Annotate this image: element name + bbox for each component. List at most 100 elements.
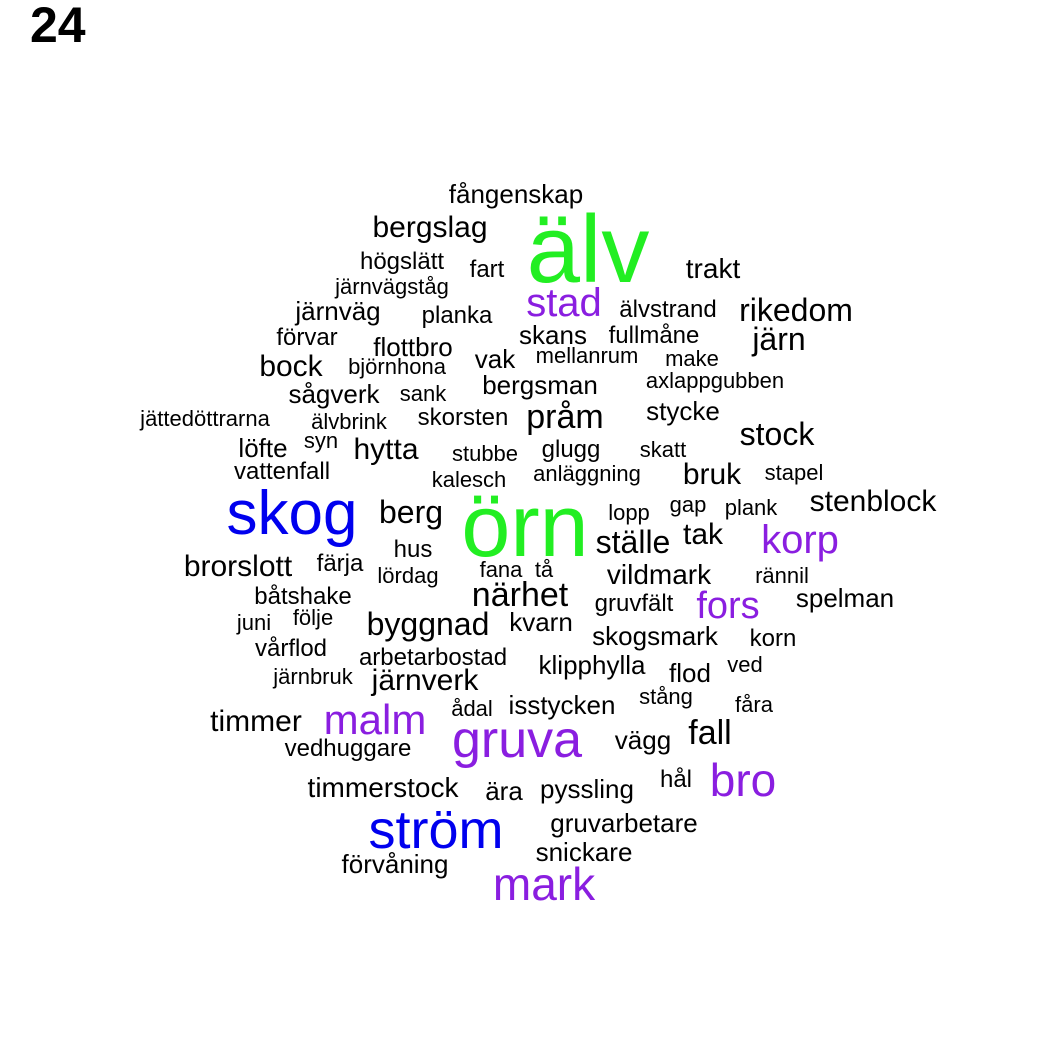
cloud-word: förvåning (341, 849, 449, 879)
cloud-word: fåra (735, 692, 773, 717)
cloud-word: sågverk (288, 379, 380, 409)
cloud-word: kalesch (431, 467, 507, 492)
cloud-word: tak (682, 518, 724, 551)
cloud-word: brorslott (183, 550, 293, 583)
cloud-word: flottbro (373, 332, 453, 362)
cloud-word: trakt (685, 253, 741, 284)
cloud-word: närhet (471, 576, 569, 614)
cloud-word: älv (526, 196, 650, 303)
cloud-word: stenblock (809, 485, 937, 518)
cloud-word: make (665, 346, 719, 371)
cloud-word: vårflod (254, 635, 328, 662)
cloud-word: följe (292, 605, 334, 630)
cloud-word: fångenskap (448, 179, 584, 209)
cloud-word: timmerstock (307, 772, 459, 803)
cloud-word: fullmåne (608, 322, 700, 349)
cloud-word: rännil (755, 563, 809, 588)
cloud-word: fana (479, 557, 523, 582)
cloud-word: juni (236, 610, 272, 635)
cloud-word: mark (492, 858, 596, 910)
cloud-word: stapel (764, 460, 824, 485)
cloud-word: snickare (535, 837, 633, 867)
cloud-word: bock (259, 350, 323, 383)
cloud-word: sank (399, 381, 447, 406)
cloud-word: järnverk (371, 664, 479, 697)
cloud-word: malm (323, 696, 427, 743)
cloud-word: ådal (451, 696, 493, 721)
cloud-word: glugg (541, 436, 601, 463)
cloud-word: timmer (210, 705, 302, 738)
cloud-word: plank (724, 495, 778, 520)
cloud-word: axlappgubben (645, 368, 785, 393)
cloud-word: vattenfall (233, 458, 331, 485)
cloud-word: rikedom (739, 292, 853, 328)
cloud-word: älvbrink (311, 409, 387, 434)
cloud-word: planka (421, 302, 493, 329)
cloud-word: gruvfält (594, 590, 674, 617)
cloud-word: berg (378, 494, 444, 530)
cloud-word: lördag (377, 563, 439, 588)
cloud-word: järnbruk (273, 664, 353, 689)
cloud-word: vedhuggare (284, 735, 412, 762)
cloud-word: järnvägståg (335, 274, 449, 299)
cloud-word: pråm (526, 398, 604, 436)
cloud-word: båtshake (254, 583, 352, 610)
cloud-word: vägg (614, 725, 672, 755)
cloud-word: gap (669, 492, 707, 517)
panel-label: 24 (30, 0, 86, 53)
cloud-word: spelman (795, 583, 895, 613)
cloud-word: ställe (595, 524, 671, 560)
cloud-word: stock (739, 416, 815, 452)
cloud-word: hus (393, 536, 433, 563)
cloud-word: örn (461, 476, 589, 575)
cloud-word: vildmark (606, 559, 712, 590)
cloud-word: hytta (353, 433, 419, 466)
cloud-word: vak (474, 344, 516, 374)
cloud-word: stad (526, 281, 602, 325)
cloud-word: löfte (238, 433, 288, 463)
cloud-word: järnväg (295, 296, 381, 326)
cloud-word: gruvarbetare (550, 808, 698, 838)
cloud-word: hål (659, 766, 693, 793)
cloud-word: mellanrum (535, 343, 639, 368)
cloud-word: förvar (276, 324, 338, 351)
cloud-word: byggnad (366, 606, 490, 642)
cloud-word: jättedöttrarna (140, 406, 270, 431)
cloud-word: färja (316, 550, 364, 577)
cloud-word: stång (639, 684, 693, 709)
cloud-word: bergsman (482, 370, 598, 400)
cloud-word: högslätt (359, 248, 445, 275)
cloud-word: pyssling (540, 774, 634, 804)
cloud-word: skans (519, 320, 587, 350)
cloud-word: ström (368, 800, 504, 860)
cloud-word: stubbe (451, 441, 519, 466)
cloud-word: järn (752, 321, 806, 357)
cloud-word: skogsmark (592, 621, 718, 651)
cloud-word: kvarn (509, 607, 573, 637)
cloud-word: arbetarbostad (358, 644, 508, 671)
cloud-word: bro (709, 754, 777, 806)
cloud-word: fart (469, 256, 505, 283)
cloud-word: fors (696, 585, 760, 627)
cloud-word: lopp (608, 500, 650, 525)
cloud-word: fall (688, 714, 732, 752)
cloud-word: korn (749, 625, 797, 652)
cloud-word: skorsten (417, 404, 509, 431)
cloud-word: klipphylla (538, 650, 646, 680)
cloud-word: flod (669, 658, 711, 688)
cloud-word: korp (761, 518, 839, 562)
cloud-word: bruk (682, 458, 742, 491)
cloud-word: syn (303, 428, 339, 453)
cloud-word: tå (534, 557, 554, 582)
cloud-word: björnhona (348, 354, 446, 379)
cloud-word: anläggning (533, 461, 641, 486)
cloud-word: gruva (451, 711, 583, 769)
cloud-word: bergslag (372, 211, 488, 244)
cloud-word: skog (226, 479, 358, 548)
cloud-word: ära (485, 776, 523, 806)
cloud-word: skatt (639, 437, 687, 462)
cloud-word: isstycken (508, 690, 616, 720)
cloud-word: ved (727, 652, 763, 677)
cloud-word: älvstrand (619, 296, 717, 323)
